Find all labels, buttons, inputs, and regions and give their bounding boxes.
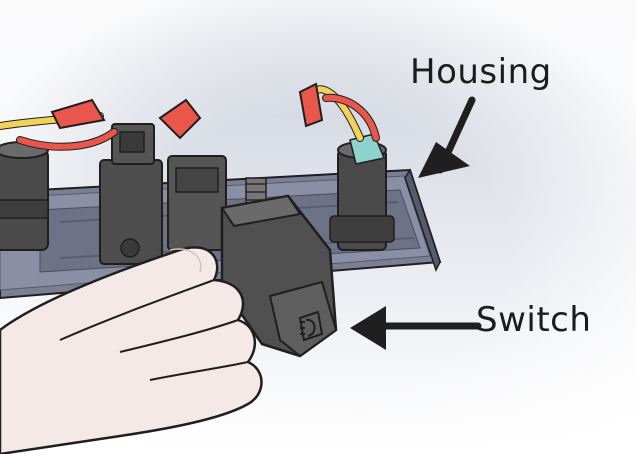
rocker-switch	[220, 194, 338, 358]
relay-block-middle	[167, 155, 227, 251]
wire-tips	[50, 82, 324, 140]
fog-light-icon	[300, 318, 316, 337]
label-switch: Switch	[476, 300, 592, 340]
relay-block-left	[99, 123, 163, 265]
arrow-icon-switch	[350, 306, 482, 350]
hand	[0, 246, 263, 454]
socket-right	[329, 133, 395, 251]
label-housing: Housing	[410, 52, 552, 92]
arrow-icon-housing	[418, 96, 476, 178]
socket-left	[0, 141, 49, 251]
